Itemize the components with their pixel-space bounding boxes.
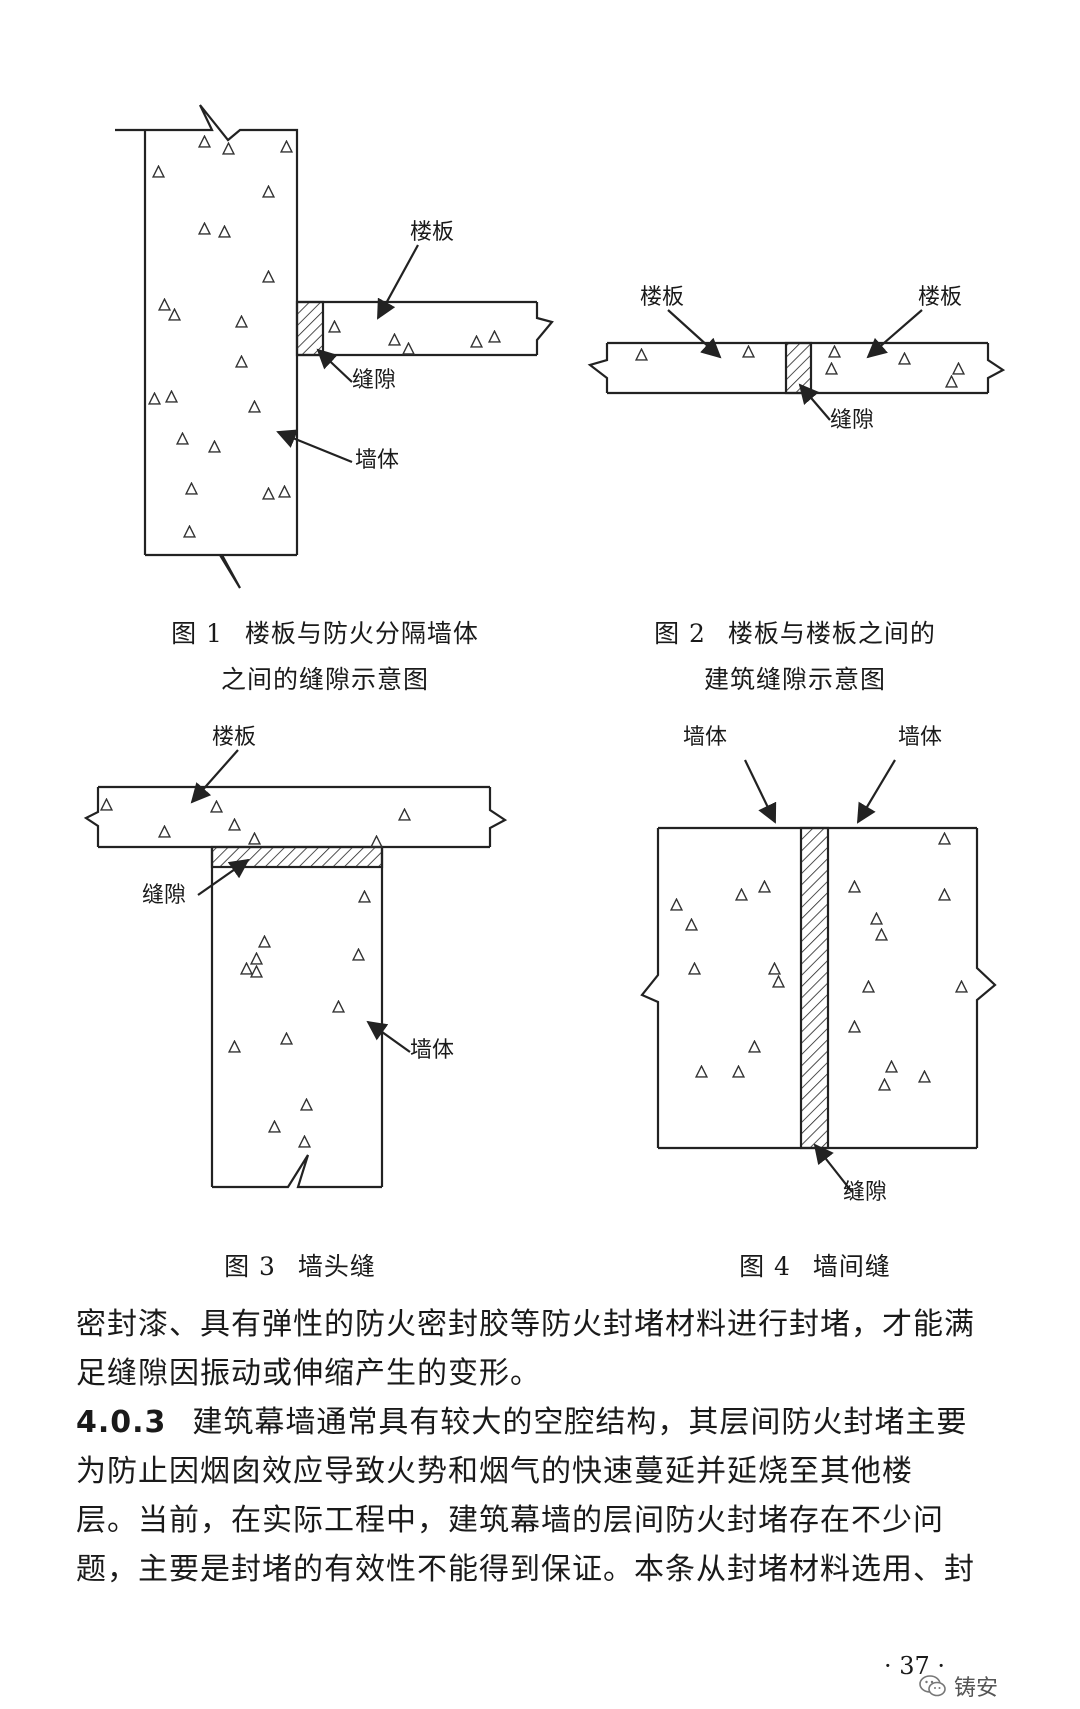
- fig4-caption-number: 图 4: [739, 1252, 791, 1281]
- fig3-label-slab: 楼板: [212, 725, 257, 750]
- body-text: 密封漆、具有弹性的防火密封胶等防火封堵材料进行封堵，才能满 足缝隙因振动或伸缩产…: [76, 1300, 1020, 1594]
- fig2-label-slab-right: 楼板: [918, 285, 963, 310]
- fig2-gap-hatch: [784, 341, 813, 395]
- watermark-text: 铸安: [954, 1676, 999, 1701]
- para2-line1-text: 建筑幕墙通常具有较大的空腔结构，其层间防火封堵主要: [192, 1405, 968, 1440]
- fig3-caption-number: 图 3: [224, 1252, 276, 1281]
- fig4-label-gap: 缝隙: [843, 1180, 888, 1205]
- fig1-caption-number: 图 1: [171, 619, 223, 648]
- clause-number: 4.0.3: [76, 1405, 167, 1440]
- fig1-label-wall: 墙体: [355, 448, 400, 473]
- watermark: 铸安: [918, 1670, 998, 1702]
- fig3-label-wall: 墙体: [410, 1038, 455, 1063]
- fig3-label-gap: 缝隙: [142, 883, 187, 908]
- fig4-caption: 图 4 墙间缝: [690, 1244, 940, 1290]
- figure-4-drawing: [640, 759, 997, 1193]
- fig2-caption-number: 图 2: [654, 619, 706, 648]
- fig1-caption-line1: 楼板与防火分隔墙体: [244, 619, 479, 648]
- fig2-caption-line2: 建筑缝隙示意图: [703, 665, 886, 694]
- fig3-caption: 图 3 墙头缝: [160, 1244, 440, 1290]
- para2-line1: 4.0.3 建筑幕墙通常具有较大的空腔结构，其层间防火封堵主要: [76, 1398, 1020, 1447]
- fig1-wall-outline: [115, 104, 299, 589]
- fig2-label-gap: 缝隙: [830, 408, 875, 433]
- fig3-caption-title: 墙头缝: [297, 1252, 376, 1281]
- fig4-label-wall-right: 墙体: [898, 725, 943, 750]
- fig2-label-slab-left: 楼板: [640, 285, 685, 310]
- para2-line3: 层。当前，在实际工程中，建筑幕墙的层间防火封堵存在不少问: [76, 1503, 944, 1538]
- page-number: · 37 ·: [884, 1652, 946, 1680]
- fig4-gap-hatch: [799, 826, 830, 1150]
- figure-1-drawing: [115, 104, 554, 589]
- para1-line1: 密封漆、具有弹性的防火密封胶等防火封堵材料进行封堵，才能满: [76, 1307, 975, 1342]
- figure-2-drawing: [587, 309, 1006, 421]
- para1-line2: 足缝隙因振动或伸缩产生的变形。: [76, 1356, 541, 1391]
- fig4-caption-title: 墙间缝: [812, 1252, 891, 1281]
- wechat-icon: [919, 1675, 946, 1697]
- fig4-label-wall-left: 墙体: [683, 725, 728, 750]
- fig1-gap-hatch: [295, 300, 325, 357]
- fig1-caption-line2: 之间的缝隙示意图: [220, 665, 429, 694]
- fig3-gap-hatch: [210, 845, 384, 869]
- figure-1-aggregate: [148, 135, 501, 538]
- figure-3-drawing: [83, 749, 508, 1189]
- fig1-label-gap: 缝隙: [352, 368, 397, 393]
- fig1-caption: 图 1 楼板与防火分隔墙体 之间的缝隙示意图: [130, 611, 520, 703]
- para2-line2: 为防止因烟囱效应导致火势和烟气的快速蔓延并延烧至其他楼: [76, 1454, 913, 1489]
- fig2-caption-line1: 楼板与楼板之间的: [727, 619, 936, 648]
- fig1-label-slab: 楼板: [410, 220, 455, 245]
- fig2-caption: 图 2 楼板与楼板之间的 建筑缝隙示意图: [620, 611, 970, 703]
- para2-line4: 题，主要是封堵的有效性不能得到保证。本条从封堵材料选用、封: [76, 1552, 975, 1587]
